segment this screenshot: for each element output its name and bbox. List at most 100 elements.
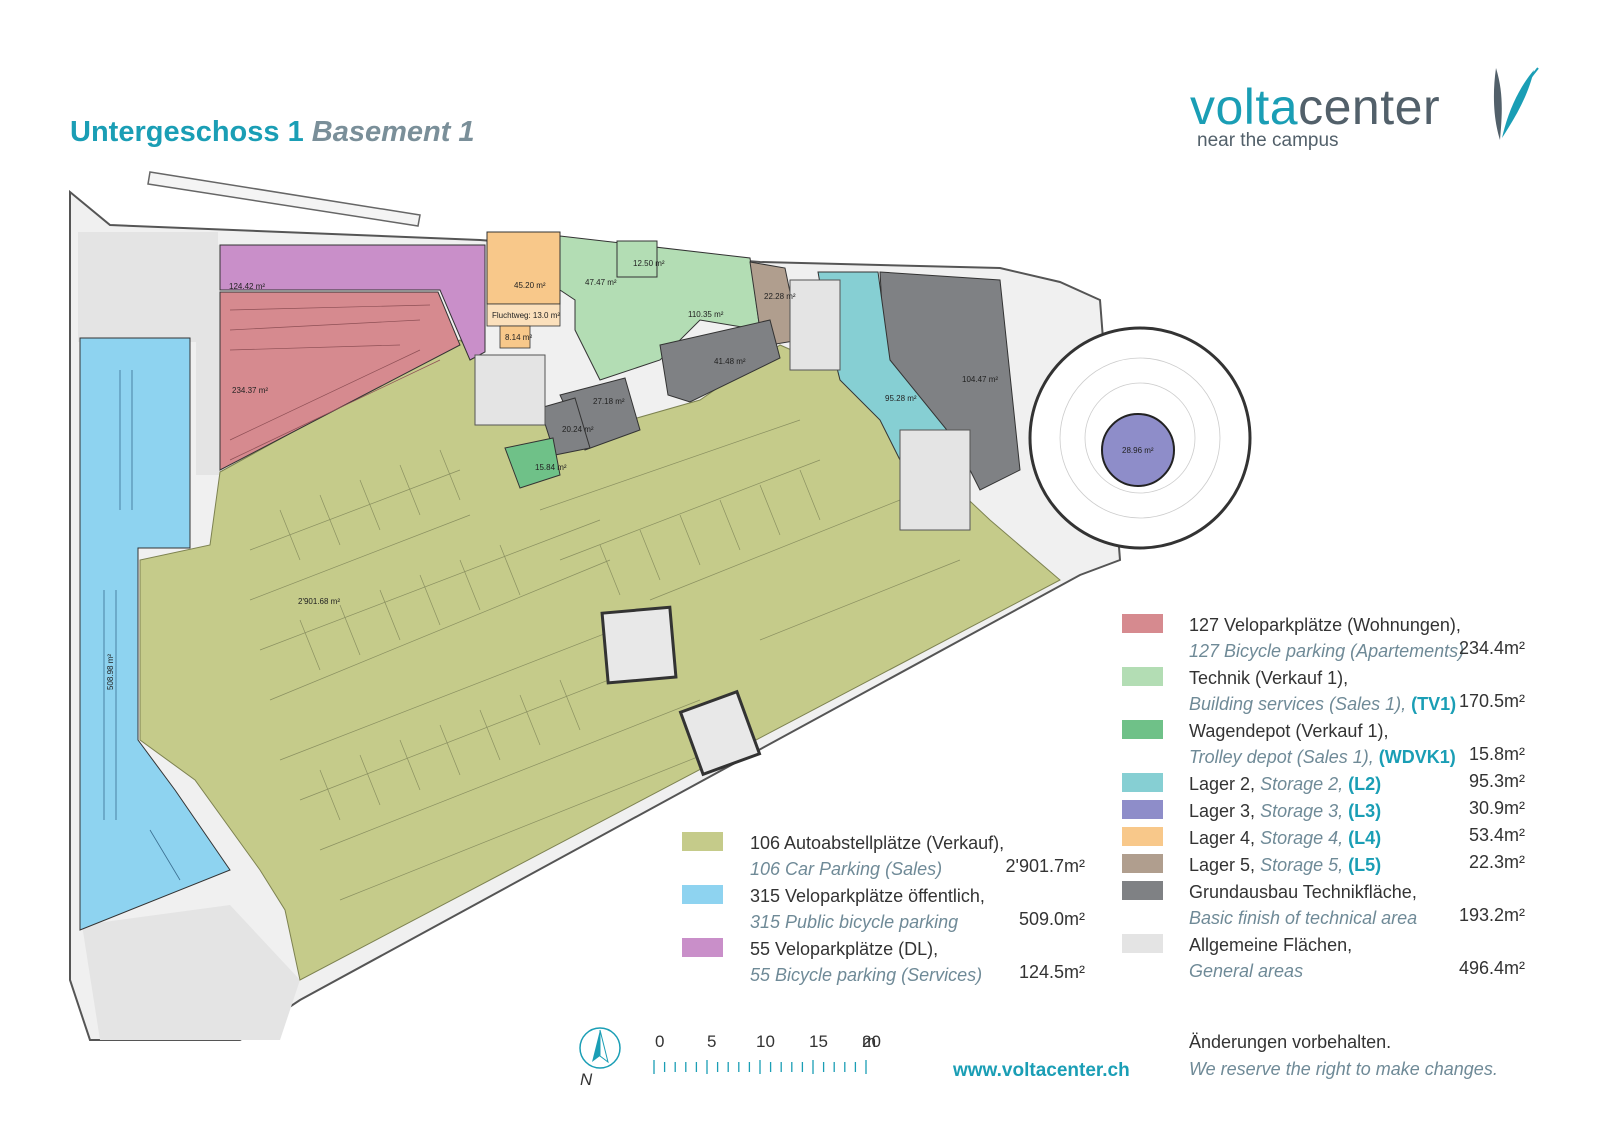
logo-word-a: volta bbox=[1190, 79, 1299, 135]
legend-label-l3-de: Lager 3, bbox=[1189, 801, 1256, 821]
legend-unit-bike-services: m² bbox=[1064, 962, 1085, 982]
legend-swatch-bike-services bbox=[682, 938, 723, 957]
legend-swatch-l5 bbox=[1122, 854, 1163, 873]
legend-code-l2: (L2) bbox=[1348, 774, 1382, 794]
area-label-storage-l5: 22.28 m² bbox=[764, 292, 796, 301]
legend-unit-l4: m² bbox=[1504, 825, 1525, 845]
bike-apartments-racks bbox=[229, 304, 441, 461]
legend-value-l3-num: 30.9 bbox=[1468, 798, 1504, 818]
legend-label-l4-en: Storage 4, bbox=[1260, 828, 1344, 848]
legend-value-car-num: 2'901.7 bbox=[1005, 856, 1065, 876]
north-arrow-icon bbox=[579, 1027, 621, 1069]
area-label-grey-b: 27.18 m² bbox=[593, 397, 625, 406]
area-label-storage-l2: 95.28 m² bbox=[885, 394, 917, 403]
legend-label-technical-finish-de: Grundausbau Technikfläche, bbox=[1189, 882, 1417, 902]
legend-value-trolley: 15.8m² bbox=[1440, 744, 1525, 765]
legend-label-bike-services-de: 55 Veloparkplätze (DL), bbox=[750, 939, 939, 959]
legend-unit-technical-finish: m² bbox=[1504, 905, 1525, 925]
legend-swatch-car bbox=[682, 832, 723, 851]
legend-label-l2-en: Storage 2, bbox=[1260, 774, 1344, 794]
legend-label-technik-en-text: Building services (Sales 1), bbox=[1189, 694, 1407, 714]
area-label-public-bike: 508.98 m² bbox=[106, 654, 115, 690]
scale-bar bbox=[653, 1060, 867, 1074]
notice-en: We reserve the right to make changes. bbox=[1189, 1059, 1498, 1079]
legend-label-bike-apartments-de: 127 Veloparkplätze (Wohnungen), bbox=[1189, 615, 1461, 635]
stair-core-mid bbox=[789, 279, 841, 371]
legend-code-trolley: (WDVK1) bbox=[1378, 747, 1456, 767]
area-label-grey-d: 104.47 m² bbox=[962, 375, 998, 384]
area-label-grey-c: 20.24 m² bbox=[562, 425, 594, 434]
area-label-technik-b: 12.50 m² bbox=[633, 259, 665, 268]
legend-label-trolley-de: Wagendepot (Verkauf 1), bbox=[1189, 721, 1389, 741]
legend-value-l4-num: 53.4 bbox=[1468, 825, 1504, 845]
legend-unit-l3: m² bbox=[1504, 798, 1525, 818]
stair-core-north bbox=[474, 354, 546, 426]
legend-label-technical-finish-en: Basic finish of technical area bbox=[1189, 908, 1418, 928]
stair-core bbox=[600, 605, 678, 685]
area-label-storage-l3: 28.96 m² bbox=[1122, 446, 1154, 455]
scale-tick-5: 5 bbox=[707, 1032, 717, 1051]
legend-unit-technik: m² bbox=[1504, 691, 1525, 711]
legend-label-car-en: 106 Car Parking (Sales) bbox=[750, 859, 943, 879]
legend-value-technik-num: 170.5 bbox=[1458, 691, 1504, 711]
area-label-bike-apartments: 234.37 m² bbox=[232, 386, 268, 395]
legend-swatch-trolley bbox=[1122, 720, 1163, 739]
legend-value-car: 2'901.7m² bbox=[1000, 856, 1086, 877]
legend-value-trolley-num: 15.8 bbox=[1468, 744, 1504, 764]
legend-unit-l5: m² bbox=[1504, 852, 1525, 872]
legend-label-l3-en: Storage 3, bbox=[1260, 801, 1344, 821]
general-area-corridor bbox=[196, 245, 220, 475]
small-storage-area bbox=[499, 325, 531, 349]
trolley-depot-area bbox=[504, 437, 561, 489]
legend-code-l3: (L3) bbox=[1348, 801, 1382, 821]
scale-unit: m bbox=[862, 1032, 877, 1051]
title-en: Basement 1 bbox=[311, 116, 475, 148]
legend-label-bike-apartments-en: 127 Bicycle parking (Apartements) bbox=[1189, 641, 1465, 661]
legend-label-public-bike-de: 315 Veloparkplätze öffentlich, bbox=[750, 886, 985, 906]
area-label-storage-l4: 45.20 m² bbox=[514, 281, 546, 290]
legend-unit-public-bike: m² bbox=[1064, 909, 1085, 929]
public-bike-area bbox=[79, 337, 231, 931]
general-area-nw bbox=[78, 232, 218, 342]
parking-stalls bbox=[249, 419, 961, 901]
website-link[interactable]: www.voltacenter.ch bbox=[953, 1060, 1130, 1081]
legend-value-technical-finish: 193.2m² bbox=[1440, 905, 1525, 926]
legend-label-l3: Lager 3, Storage 3, (L3) bbox=[1189, 798, 1381, 824]
legend-code-l4: (L4) bbox=[1348, 828, 1382, 848]
area-label-small-orange: 8.14 m² bbox=[505, 333, 532, 342]
legend-unit-trolley: m² bbox=[1504, 744, 1525, 764]
legend-code-technik: (TV1) bbox=[1411, 694, 1457, 714]
legend-label-general-de: Allgemeine Flächen, bbox=[1189, 935, 1353, 955]
legend-label-technik-en: Building services (Sales 1), (TV1) bbox=[1189, 691, 1456, 717]
car-parking-area bbox=[139, 339, 1061, 981]
legend-label-l5: Lager 5, Storage 5, (L5) bbox=[1189, 852, 1381, 878]
scale-tick-15: 15 bbox=[809, 1032, 828, 1051]
entrance-ramp bbox=[147, 171, 421, 227]
area-label-technik-a: 47.47 m² bbox=[585, 278, 617, 287]
notice-de: Änderungen vorbehalten. bbox=[1189, 1032, 1392, 1052]
scale-tick-10: 10 bbox=[756, 1032, 775, 1051]
area-label-car-parking: 2'901.68 m² bbox=[298, 597, 340, 606]
legend-value-public-bike-num: 509.0 bbox=[1018, 909, 1064, 929]
legend-swatch-l4 bbox=[1122, 827, 1163, 846]
legend-swatch-l2 bbox=[1122, 773, 1163, 792]
legend-label-l5-de: Lager 5, bbox=[1189, 855, 1256, 875]
legend-value-l2: 95.3m² bbox=[1440, 771, 1525, 792]
legend-value-bike-apartments: 234.4m² bbox=[1440, 638, 1525, 659]
page-title: Untergeschoss 1 Basement 1 bbox=[70, 116, 475, 149]
legend-label-trolley-en-text: Trolley depot (Sales 1), bbox=[1189, 747, 1374, 767]
rotunda-ring bbox=[1059, 357, 1221, 519]
area-label-escape-route: Fluchtweg: 13.0 m² bbox=[492, 311, 560, 320]
legend-unit-car: m² bbox=[1064, 856, 1085, 876]
logo-feather-icon bbox=[1493, 67, 1539, 140]
stair-core-east bbox=[899, 429, 971, 531]
legend-label-car-de: 106 Autoabstellplätze (Verkauf), bbox=[750, 833, 1005, 853]
stair-core-2 bbox=[678, 689, 762, 777]
legend-code-l5: (L5) bbox=[1348, 855, 1382, 875]
area-label-trolley: 15.84 m² bbox=[535, 463, 567, 472]
legend-value-l5: 22.3m² bbox=[1440, 852, 1525, 873]
title-de: Untergeschoss 1 bbox=[70, 116, 304, 148]
legend-unit-general: m² bbox=[1504, 958, 1525, 978]
legend-label-l2: Lager 2, Storage 2, (L2) bbox=[1189, 771, 1381, 797]
